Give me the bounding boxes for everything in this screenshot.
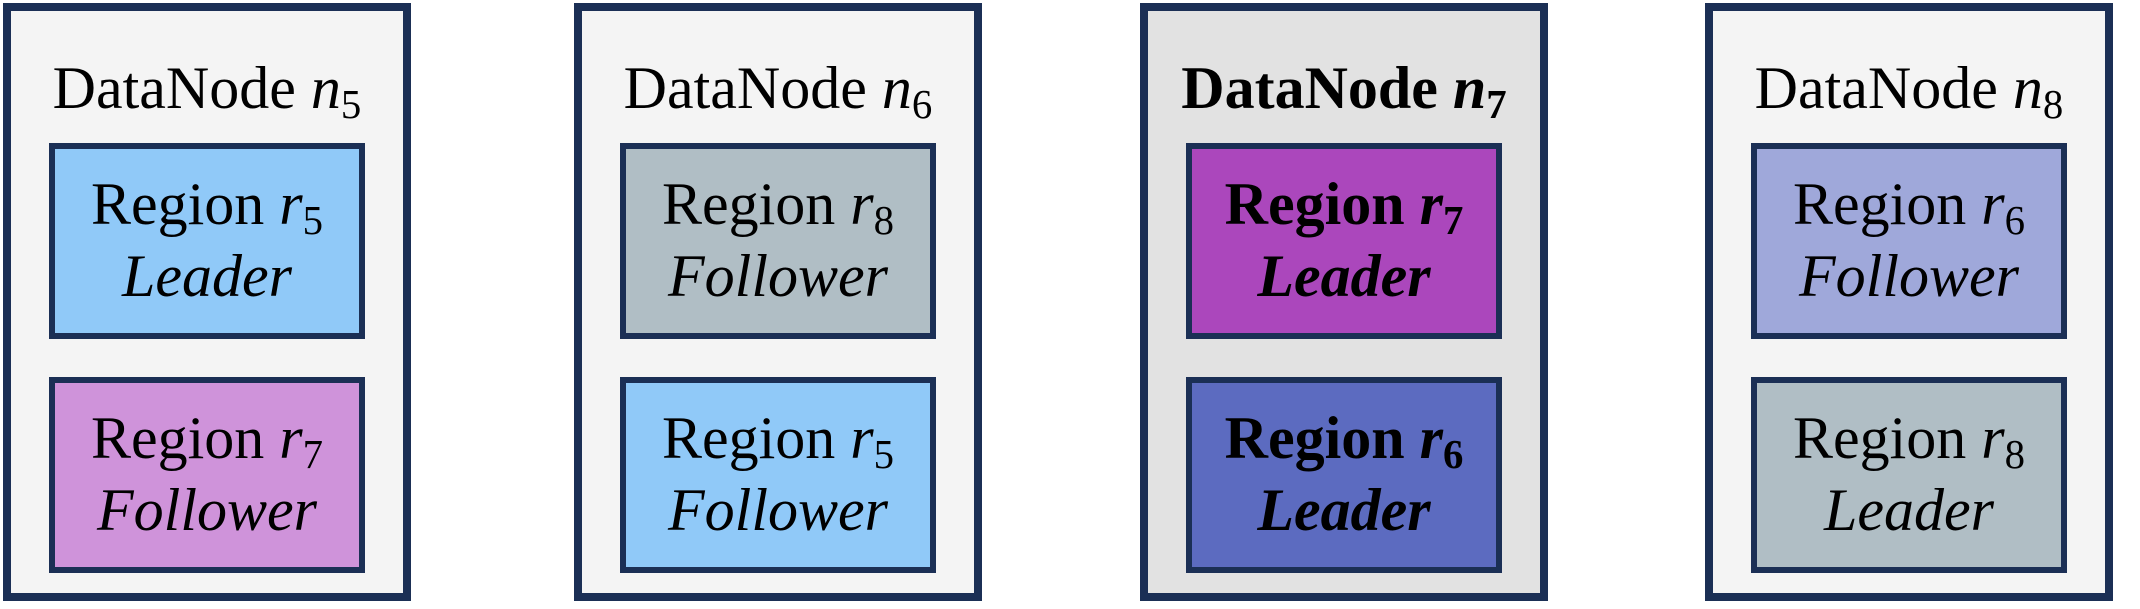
region-box: Region r5 Follower xyxy=(620,377,936,573)
region-label: Region r8 xyxy=(661,171,895,244)
region-role: Follower xyxy=(1799,243,2019,309)
region-role: Follower xyxy=(668,477,888,543)
datanode-n6: DataNode n6 Region r8 Follower Region r5… xyxy=(574,3,982,601)
datanode-n5: DataNode n5 Region r5 Leader Region r7 F… xyxy=(3,3,411,601)
region-label: Region r5 xyxy=(90,171,324,244)
region-role: Leader xyxy=(1257,243,1431,309)
region-box: Region r7 Follower xyxy=(49,377,365,573)
region-box: Region r6 Leader xyxy=(1186,377,1502,573)
region-role: Follower xyxy=(668,243,888,309)
region-box: Region r7 Leader xyxy=(1186,143,1502,339)
region-role: Leader xyxy=(122,243,292,309)
region-box: Region r8 Follower xyxy=(620,143,936,339)
region-role: Leader xyxy=(1257,477,1431,543)
datanode-n7: DataNode n7 Region r7 Leader Region r6 L… xyxy=(1140,3,1548,601)
region-role: Leader xyxy=(1824,477,1994,543)
region-label: Region r5 xyxy=(661,405,895,478)
region-label: Region r6 xyxy=(1792,171,2026,244)
datanode-title: DataNode n6 xyxy=(623,55,933,128)
datanode-title: DataNode n7 xyxy=(1181,55,1507,128)
datanode-title: DataNode n5 xyxy=(52,55,362,128)
region-box: Region r6 Follower xyxy=(1751,143,2067,339)
datanode-n8: DataNode n8 Region r6 Follower Region r8… xyxy=(1705,3,2113,601)
region-role: Follower xyxy=(97,477,317,543)
region-label: Region r7 xyxy=(90,405,324,478)
region-label: Region r6 xyxy=(1224,405,1464,478)
region-label: Region r8 xyxy=(1792,405,2026,478)
region-box: Region r8 Leader xyxy=(1751,377,2067,573)
region-label: Region r7 xyxy=(1224,171,1464,244)
datanode-title: DataNode n8 xyxy=(1754,55,2064,128)
region-box: Region r5 Leader xyxy=(49,143,365,339)
